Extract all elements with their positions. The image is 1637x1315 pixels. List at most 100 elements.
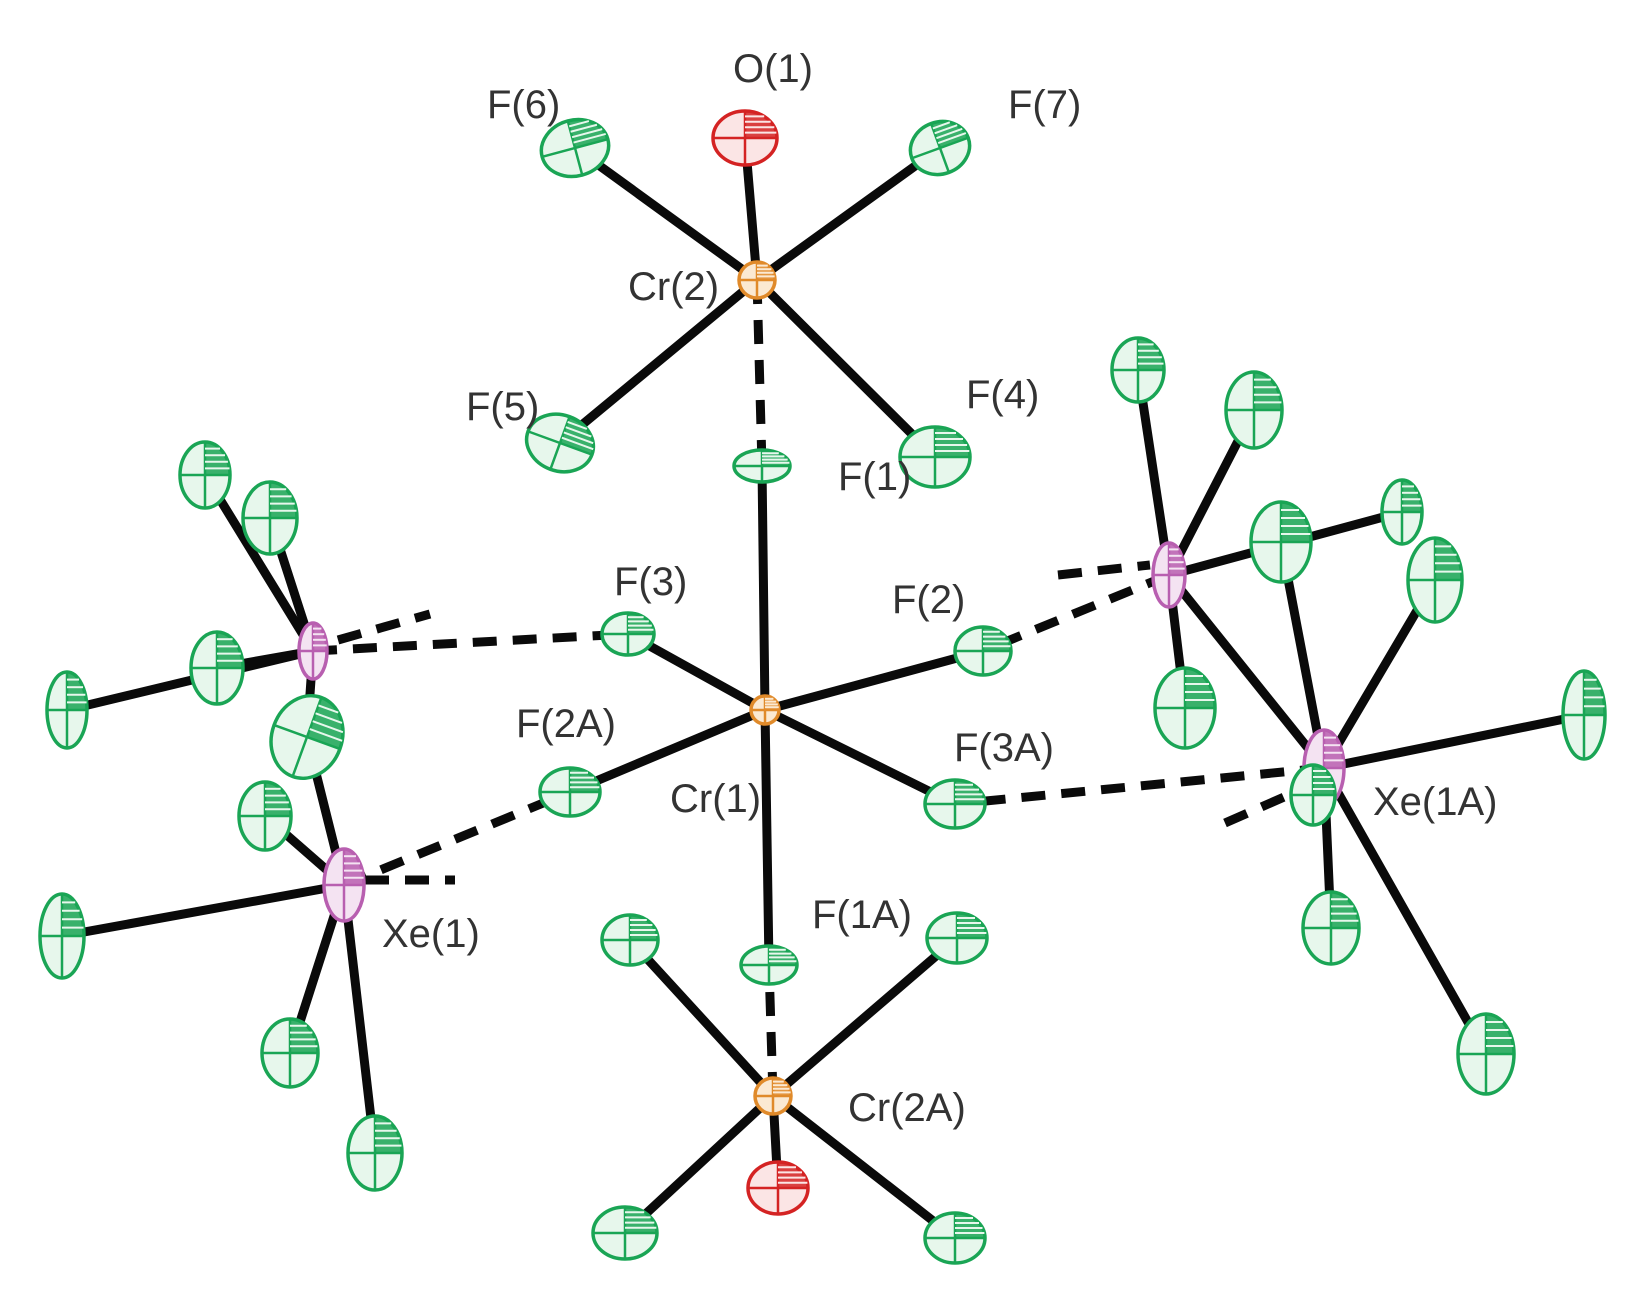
atom-f7-hatch: [936, 127, 963, 140]
contact-stub-right-lower: [1223, 785, 1302, 828]
bond-xur-f2: [981, 570, 1171, 656]
label-f4: F(4): [966, 373, 1039, 417]
atom-f5-hatch: [563, 431, 594, 445]
atom-f-xur-3: [1249, 500, 1313, 584]
atom-f5-hatch: [567, 421, 588, 430]
label-f3: F(3): [614, 560, 687, 604]
atom-f-xul-5-hatch: [315, 712, 343, 724]
bond-cr2a-ll: [620, 1091, 778, 1238]
bond-xe1-2: [57, 880, 349, 941]
atom-f-xur-5: [1153, 666, 1217, 750]
atom-f-xur-1-shaded-octant: [1138, 338, 1164, 370]
label-f2a: F(2A): [516, 702, 616, 746]
atom-f-xul-5-hatch: [318, 704, 339, 714]
atom-f-xe1-1-shaded-octant: [265, 782, 291, 816]
atom-f5-hatch: [565, 426, 592, 438]
atom-f-xul-5-hatch: [312, 720, 344, 734]
atom-xe1a-shaded-octant: [1324, 730, 1344, 768]
atom-f-xul-2: [241, 480, 299, 556]
atom-f7: [908, 119, 972, 177]
bond-cr1-f1a: [760, 705, 774, 970]
atom-f-xe1-4: [346, 1114, 404, 1192]
bond-xur-xe1a: [1164, 570, 1329, 773]
atom-f4: [898, 425, 972, 489]
atom-o2: [746, 1160, 810, 1216]
label-xe1: Xe(1): [382, 912, 480, 956]
atom-o1: [711, 109, 779, 167]
atom-f-xur-4-shaded-octant: [1402, 480, 1422, 512]
atom-f3-shaded-octant: [628, 613, 654, 634]
atom-f-cr2a-ur: [925, 911, 989, 965]
bond-cr2a-ul: [625, 935, 778, 1101]
atom-f-xul-3-shaded-octant: [217, 632, 243, 668]
atom-f6-hatch: [568, 120, 590, 128]
atom-f-xe1-4-shaded-octant: [375, 1116, 402, 1153]
atom-f-xul-5-hatch: [309, 728, 343, 742]
atom-f3: [600, 611, 656, 657]
bond-xe1a-f3a: [954, 763, 1325, 809]
bond-cr2a-ur: [768, 933, 962, 1101]
atom-f4-shaded-octant: [935, 427, 970, 457]
bond-cr1-f2: [760, 646, 988, 715]
atom-xe1: [322, 847, 366, 923]
atom-f2a: [538, 766, 602, 818]
atom-f-xe1-1: [237, 780, 293, 852]
label-cr2: Cr(2): [628, 265, 719, 309]
atom-f-xul-4: [45, 670, 89, 750]
label-f1a: F(1A): [812, 893, 912, 937]
bond-xul-4: [62, 646, 318, 715]
bond-xul-f3: [312, 629, 629, 656]
label-f7: F(7): [1008, 83, 1081, 127]
atom-f-cr2a-lr: [923, 1211, 987, 1265]
atom-xe-upper-right-shaded-octant: [1169, 543, 1185, 575]
atom-f5: [524, 412, 596, 474]
bond-xe1-4: [339, 880, 380, 1158]
bond-cr2-f6: [570, 143, 762, 285]
atom-f-cr2a-ul-shaded-octant: [630, 915, 658, 940]
atom-f7-hatch: [932, 121, 951, 130]
atom-f-xe1a-4-shaded-octant: [1486, 1014, 1514, 1054]
atom-f1a: [739, 944, 799, 986]
atom-f-xe1-2-shaded-octant: [62, 894, 84, 936]
atom-f-xul-3: [189, 630, 245, 706]
atom-f-xe1a-5-shaded-octant: [1313, 765, 1335, 795]
atom-f-cr2a-ur-shaded-octant: [957, 913, 987, 938]
contact-stub-right-upper: [1057, 560, 1151, 580]
atom-f6-hatch: [573, 133, 606, 144]
atom-f-xe1a-1-shaded-octant: [1435, 538, 1462, 580]
atom-o2-shaded-octant: [778, 1162, 808, 1188]
label-o1: O(1): [733, 47, 813, 91]
atom-f-xe1a-5: [1289, 763, 1337, 827]
atom-f-xur-4: [1380, 478, 1424, 546]
atom-f5-hatch: [561, 436, 594, 451]
atom-xe-upper-left: [297, 621, 329, 681]
atom-f-xe1-3-shaded-octant: [290, 1019, 318, 1053]
label-cr2a: Cr(2A): [848, 1086, 966, 1130]
atom-f-xul-1: [178, 440, 232, 510]
label-f6: F(6): [487, 83, 560, 127]
atom-f-cr2a-ul: [600, 913, 660, 967]
bond-cr2a-lr: [768, 1091, 960, 1243]
atom-f1: [732, 448, 792, 484]
bond-cr2-f5: [555, 275, 762, 448]
atom-f-cr2a-ll-shaded-octant: [625, 1207, 657, 1233]
bond-xe1a-5: [1319, 763, 1491, 1059]
atom-f6-hatch: [570, 123, 598, 133]
atom-f-xur-2: [1224, 370, 1284, 450]
atom-f-xe1a-4: [1456, 1012, 1516, 1096]
contact-stub-left-upper: [336, 609, 432, 645]
label-f1: F(1): [838, 455, 911, 499]
atom-f-cr2a-ll: [591, 1205, 659, 1261]
atom-f-xe1a-3-shaded-octant: [1331, 892, 1359, 928]
atom-f-xul-1-shaded-octant: [205, 442, 230, 475]
label-xe1a: Xe(1A): [1373, 780, 1498, 824]
atom-f-xe1-3: [260, 1017, 320, 1089]
atom-f-xur-2-shaded-octant: [1254, 372, 1282, 410]
bond-cr2-f4: [752, 275, 940, 462]
bond-xur-1: [1133, 365, 1174, 580]
bond-cr1-f2a: [565, 705, 770, 797]
label-f2: F(2): [892, 578, 965, 622]
atom-cr1: [749, 694, 781, 726]
